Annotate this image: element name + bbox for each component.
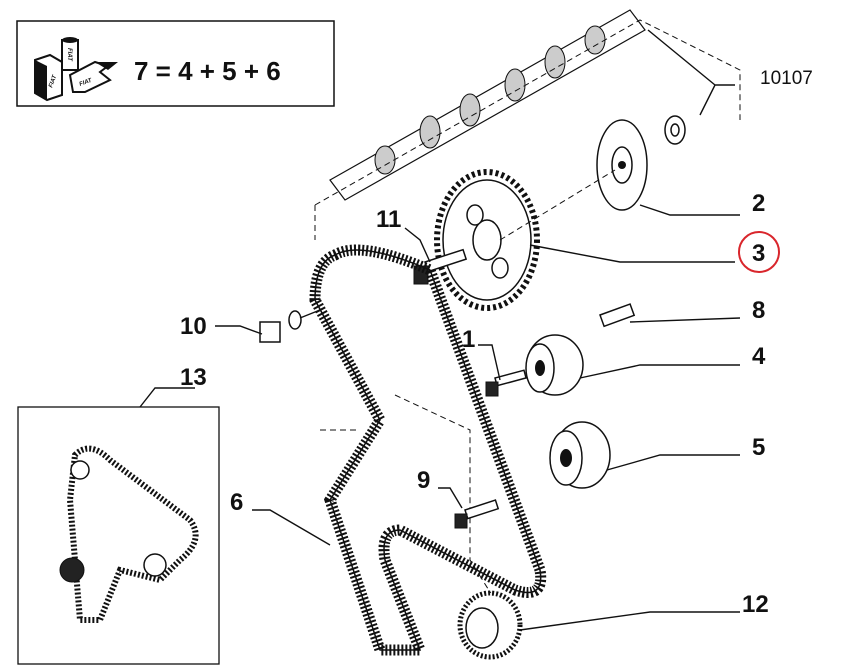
leader-lines	[139, 29, 741, 631]
callout-1: 1	[462, 326, 475, 353]
idler-pulley	[549, 421, 611, 489]
kit-icon: FIAT FIAT FIAT	[34, 37, 118, 102]
phase-sensor-wheel	[596, 119, 648, 211]
callout-6: 6	[230, 489, 243, 516]
callout-4: 4	[752, 343, 766, 370]
bolt-10	[259, 309, 321, 343]
callout-8: 8	[752, 297, 765, 324]
kit-icon-text-left: FIAT	[48, 73, 59, 88]
callout-10107: 10107	[760, 68, 813, 89]
callout-9: 9	[417, 467, 430, 494]
camshaft-pulley	[434, 169, 540, 311]
callout-10: 10	[180, 313, 207, 340]
callout-5: 5	[752, 434, 765, 461]
bolt-9	[454, 499, 500, 529]
callout-11: 11	[376, 206, 401, 233]
kit-legend-box: FIAT FIAT FIAT 7 = 4 + 5 + 6	[16, 20, 335, 107]
crankshaft-pulley	[457, 590, 523, 660]
camshaft	[329, 9, 686, 201]
callout-12: 12	[742, 591, 769, 618]
bolt-1	[485, 369, 527, 397]
highlight-circle	[738, 231, 780, 273]
tensioner-pulley	[525, 334, 584, 396]
bolt-11	[413, 248, 468, 285]
timing-belt	[309, 244, 547, 656]
kit-icon-text-right: FIAT	[79, 77, 94, 88]
callout-2: 2	[752, 190, 765, 217]
kit-icon-text-top: FIAT	[66, 48, 72, 62]
callout-3: 3	[752, 240, 765, 267]
callout-13: 13	[180, 364, 207, 391]
inset-detail-13	[17, 406, 220, 665]
kit-equation: 7 = 4 + 5 + 6	[134, 56, 281, 86]
stud-8	[599, 303, 636, 328]
